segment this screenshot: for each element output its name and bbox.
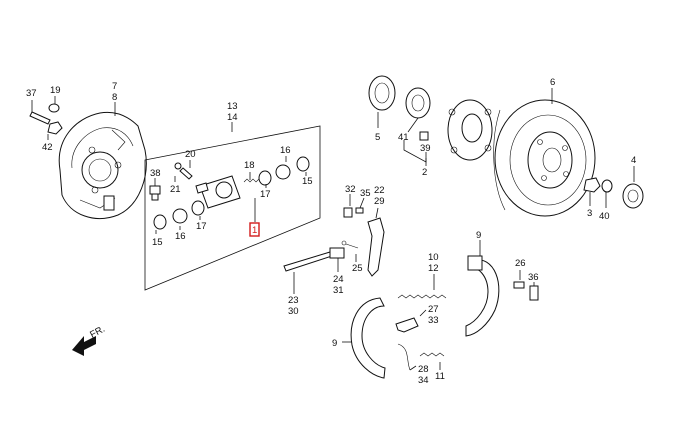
- callout-18[interactable]: 18: [244, 160, 255, 171]
- backing-plate[interactable]: [58, 111, 147, 219]
- callout-8[interactable]: 8: [112, 92, 117, 103]
- bolt-37[interactable]: [29, 111, 51, 125]
- adjuster-rod[interactable]: [283, 247, 345, 272]
- retainer-36[interactable]: [529, 285, 539, 301]
- callout-31[interactable]: 31: [333, 285, 344, 296]
- spring-11[interactable]: [419, 352, 445, 357]
- callout-6[interactable]: 6: [550, 77, 555, 88]
- parking-lever[interactable]: [395, 317, 419, 333]
- callout-10[interactable]: 10: [428, 252, 439, 263]
- direction-label: FR.: [88, 324, 107, 341]
- callout-17b[interactable]: 17: [196, 221, 207, 232]
- pin-26[interactable]: [513, 281, 525, 289]
- callout-25[interactable]: 25: [352, 263, 363, 274]
- spring-25[interactable]: [341, 240, 359, 249]
- callout-23[interactable]: 23: [288, 295, 299, 306]
- callout-3[interactable]: 3: [587, 208, 592, 219]
- washer-19[interactable]: [48, 103, 60, 113]
- callout-42[interactable]: 42: [42, 142, 53, 153]
- spring-18[interactable]: [243, 178, 260, 183]
- callout-11[interactable]: 11: [435, 371, 445, 382]
- callout-9a[interactable]: 9: [476, 230, 481, 241]
- callout-36[interactable]: 36: [528, 272, 539, 283]
- bearing-41[interactable]: [405, 87, 431, 119]
- pin-35[interactable]: [355, 207, 364, 214]
- bolt-38[interactable]: [149, 185, 161, 201]
- return-spring-10[interactable]: [397, 294, 447, 299]
- brake-shoe-left[interactable]: [350, 297, 386, 379]
- callout-37[interactable]: 37: [26, 88, 37, 99]
- callout-5[interactable]: 5: [375, 132, 380, 143]
- spring-28[interactable]: [397, 343, 411, 371]
- piston-cup-right[interactable]: [258, 156, 310, 186]
- callout-34[interactable]: 34: [418, 375, 429, 386]
- callout-labels: 37 19 42 7 8 13 14 20 21 38 18 16 17 15 …: [26, 77, 636, 386]
- nut-42[interactable]: [47, 121, 63, 135]
- callout-16b[interactable]: 16: [175, 231, 186, 242]
- callout-20[interactable]: 20: [185, 149, 196, 160]
- wheel-cylinder-body[interactable]: [195, 175, 241, 209]
- callout-17a[interactable]: 17: [260, 189, 271, 200]
- callout-30[interactable]: 30: [288, 306, 299, 317]
- callout-29[interactable]: 29: [374, 196, 385, 207]
- callout-15a[interactable]: 15: [302, 176, 313, 187]
- callout-13[interactable]: 13: [227, 101, 238, 112]
- wheel-hub[interactable]: [447, 99, 493, 161]
- piston-cup-left[interactable]: [153, 200, 205, 230]
- callout-24[interactable]: 24: [333, 274, 344, 285]
- leader-lines: [31, 88, 635, 371]
- hub-bolt[interactable]: [419, 131, 429, 141]
- highlighted-part-marker[interactable]: [249, 222, 260, 237]
- callout-19[interactable]: 19: [50, 85, 61, 96]
- callout-12[interactable]: 12: [428, 263, 439, 274]
- callout-4[interactable]: 4: [631, 155, 636, 166]
- callout-39[interactable]: 39: [420, 143, 431, 154]
- callout-33[interactable]: 33: [428, 315, 439, 326]
- callout-28[interactable]: 28: [418, 364, 429, 375]
- callout-26[interactable]: 26: [515, 258, 526, 269]
- spindle-nut-3[interactable]: [583, 177, 601, 193]
- washer-40[interactable]: [601, 179, 613, 193]
- callout-14[interactable]: 14: [227, 112, 238, 123]
- brake-shoe-right[interactable]: [465, 255, 500, 337]
- callout-21[interactable]: 21: [170, 184, 181, 195]
- callout-15b[interactable]: 15: [152, 237, 163, 248]
- callout-9b[interactable]: 9: [332, 338, 337, 349]
- callout-35[interactable]: 35: [360, 188, 371, 199]
- front-direction-arrow: FR.: [72, 324, 107, 356]
- callout-16a[interactable]: 16: [280, 145, 291, 156]
- callout-32[interactable]: 32: [345, 184, 356, 195]
- callout-7[interactable]: 7: [112, 81, 117, 92]
- clip-32[interactable]: [343, 207, 353, 218]
- callout-27[interactable]: 27: [428, 304, 439, 315]
- callout-1[interactable]: 1: [252, 225, 257, 236]
- callout-2[interactable]: 2: [422, 167, 427, 178]
- wheel-cylinder-kit-box: [144, 125, 321, 291]
- callout-22[interactable]: 22: [374, 185, 385, 196]
- oil-seal-5[interactable]: [368, 75, 396, 111]
- callout-40[interactable]: 40: [599, 211, 610, 222]
- callout-38[interactable]: 38: [150, 168, 161, 179]
- callout-41[interactable]: 41: [398, 132, 409, 143]
- adjuster-lever[interactable]: [367, 217, 385, 277]
- bleeder-screw[interactable]: [174, 162, 193, 180]
- brake-drum[interactable]: [493, 99, 596, 217]
- hub-cap-4[interactable]: [622, 183, 644, 209]
